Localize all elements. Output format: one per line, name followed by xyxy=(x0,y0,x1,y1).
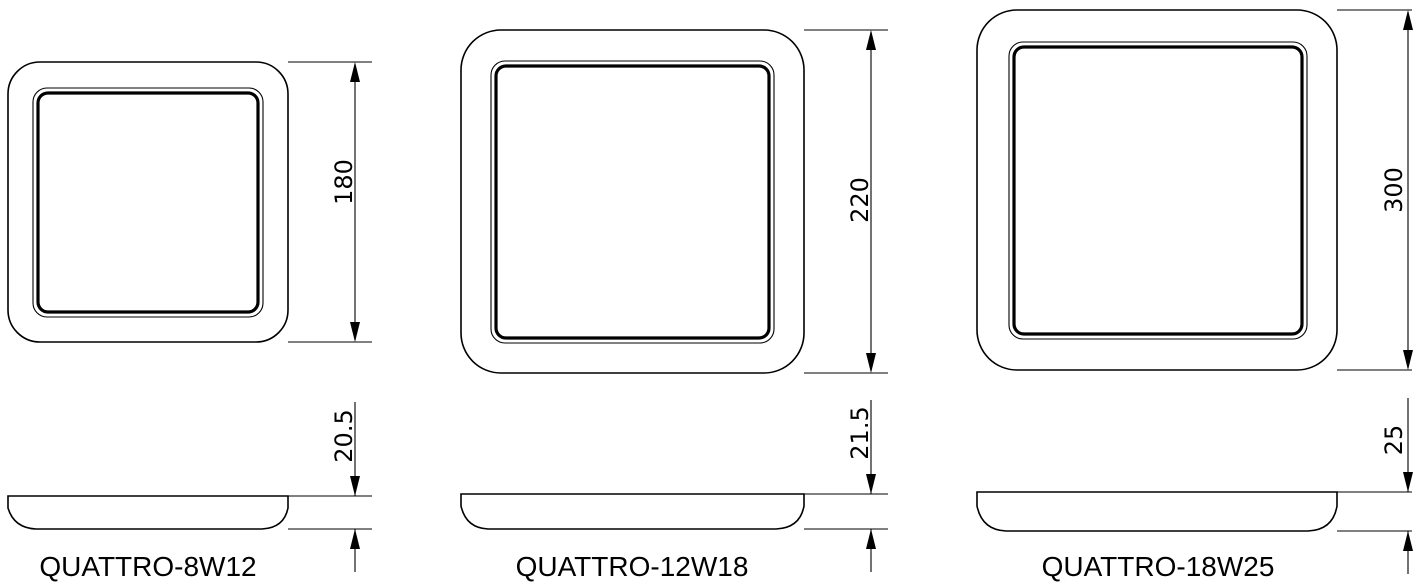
side-profile xyxy=(7,495,289,530)
top-view-18w25 xyxy=(976,9,1338,371)
inner-panel xyxy=(494,64,771,340)
arrow-down xyxy=(866,474,876,494)
arrow-up xyxy=(350,529,360,549)
width-dimension-label: 300 xyxy=(1380,167,1408,213)
arrow-down xyxy=(350,322,360,342)
product-quattro-18w25: 300 25 QUATTRO-18W25 xyxy=(976,9,1413,582)
inner-panel xyxy=(36,91,260,314)
model-caption: QUATTRO-8W12 xyxy=(39,551,256,582)
outer-frame xyxy=(460,29,805,374)
arrow-up xyxy=(866,529,876,549)
arrow-up xyxy=(1403,531,1413,551)
inner-panel-edge xyxy=(32,87,264,318)
width-dimension-12w18: 220 xyxy=(804,29,888,374)
height-dimension-label: 25 xyxy=(1380,425,1408,456)
width-dimension-label: 180 xyxy=(330,159,358,205)
side-profile xyxy=(976,491,1338,532)
height-dimension-18w25: 25 xyxy=(1337,398,1413,574)
model-caption: QUATTRO-18W25 xyxy=(1042,551,1275,582)
top-view-8w12 xyxy=(7,61,289,343)
outer-frame xyxy=(7,61,289,343)
inner-panel xyxy=(1012,45,1304,336)
product-quattro-8w12: 180 20.5 QUATTRO-8W12 xyxy=(7,61,372,582)
height-dimension-label: 21.5 xyxy=(846,406,874,459)
width-dimension-8w12: 180 xyxy=(288,61,372,343)
arrow-down xyxy=(1403,472,1413,492)
inner-panel-edge xyxy=(490,60,775,344)
side-view-8w12 xyxy=(7,495,289,530)
arrow-down xyxy=(866,353,876,373)
width-dimension-label: 220 xyxy=(846,177,874,223)
arrow-up xyxy=(866,30,876,50)
side-profile xyxy=(460,493,805,530)
top-view-12w18 xyxy=(460,29,805,374)
outer-frame xyxy=(976,9,1338,371)
arrow-down xyxy=(1403,350,1413,370)
arrow-up xyxy=(350,62,360,82)
height-dimension-12w18: 21.5 xyxy=(804,400,888,572)
side-view-12w18 xyxy=(460,493,805,530)
side-view-18w25 xyxy=(976,491,1338,532)
width-dimension-18w25: 300 xyxy=(1337,9,1413,371)
model-caption: QUATTRO-12W18 xyxy=(516,551,749,582)
height-dimension-label: 20.5 xyxy=(330,409,358,462)
arrow-up xyxy=(1403,10,1413,30)
inner-panel-edge xyxy=(1008,41,1308,340)
height-dimension-8w12: 20.5 xyxy=(288,402,372,572)
product-quattro-12w18: 220 21.5 QUATTRO-12W18 xyxy=(460,29,888,582)
arrow-down xyxy=(350,476,360,496)
